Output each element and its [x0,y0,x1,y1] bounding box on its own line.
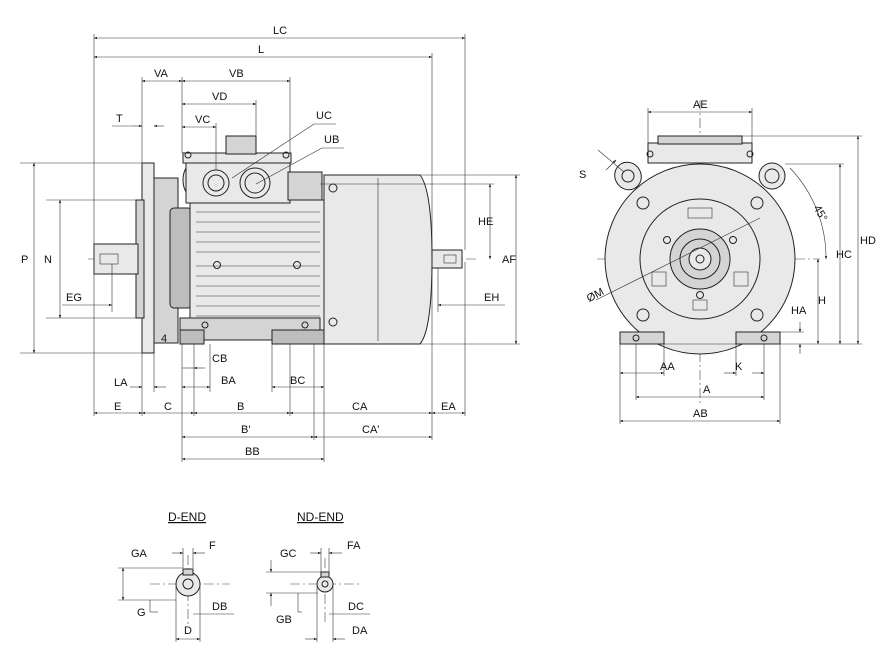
foot-right [735,331,781,345]
dim-hd: HD [860,235,876,247]
dim-dc: DC [348,601,364,613]
front-view [597,100,820,405]
dim-da: DA [352,625,368,637]
nd-end-title: ND-END [297,510,344,524]
shaft-end-front [688,247,712,271]
terminal-box [185,162,291,204]
dim-bb: BB [245,446,260,458]
lifting-eye-left [614,161,642,191]
dim-db: DB [212,601,227,613]
nd-end-detail: ND-END GC FA GB DA DC [266,510,370,642]
shaft-nd-end [431,249,463,269]
dim-uc: UC [316,110,332,122]
dim-af: AF [502,254,516,266]
cooling-fins [196,211,320,317]
dim-s: S [579,169,586,181]
foot-pad [271,329,325,345]
dim-a: A [703,384,711,396]
dim-vd: VD [212,91,227,103]
dim-eh: EH [484,292,499,304]
dim-gc: GC [280,548,297,560]
dim-cb: CB [212,353,227,365]
d-end-shaft [175,571,201,597]
dim-h: H [818,295,826,307]
d-end-title: D-END [168,510,206,524]
dim-ca: CA [352,401,368,413]
dim-l: L [258,44,264,56]
shaft-key [99,253,119,265]
shaft-d-end [93,243,139,275]
dim-f: F [209,540,216,552]
side-dimensions: LC L VA VB VD VC UC UB T [20,25,520,462]
lifting-eye-right [758,162,786,190]
nd-end-shaft [316,575,334,593]
dim-lc: LC [273,25,287,37]
dim-vb: VB [229,68,244,80]
dim-b: B [237,401,244,413]
dim-hc: HC [836,249,852,261]
dim-n: N [44,254,52,266]
terminal-box-cap [225,135,257,155]
dim-c: C [164,401,172,413]
dim-b-prime: B' [241,424,250,436]
stator-body [189,199,325,341]
front-dimensions: AE S 45° HD HC H HA ØM [579,99,876,424]
cable-gland-2 [239,167,271,199]
dim-aa: AA [660,361,675,373]
dim-ub: UB [324,134,339,146]
side-view: 4 [88,135,478,354]
dim-k: K [735,361,743,373]
dim-ha: HA [791,305,807,317]
dim-eg: EG [66,292,82,304]
foot-left [619,331,665,345]
dim-e: E [114,401,121,413]
dim-d: D [184,625,192,637]
dim-vc: VC [195,114,210,126]
dim-g: G [137,607,146,619]
dim-ga: GA [131,548,148,560]
dim-ea: EA [441,401,456,413]
terminal-box-front [647,142,753,164]
dim-bc: BC [290,375,305,387]
d-end-detail: D-END GA F G D DB [118,510,234,642]
dim-m: ØM [585,286,606,305]
dim-gb: GB [276,614,292,626]
dim-fa: FA [347,540,361,552]
dim-t: T [116,113,123,125]
dim-he: HE [478,216,493,228]
dim-angle: 45° [811,203,830,223]
dim-ab: AB [693,408,708,420]
svg-text:4: 4 [161,333,167,345]
dim-ae: AE [693,99,708,111]
dim-ba: BA [221,375,236,387]
shield-ring [169,207,193,309]
dim-p: P [21,254,28,266]
cable-gland-1 [202,169,230,197]
terminal-base [287,171,323,201]
dim-la: LA [114,377,128,389]
dim-ca-prime: CA' [362,424,379,436]
dim-va: VA [154,68,169,80]
